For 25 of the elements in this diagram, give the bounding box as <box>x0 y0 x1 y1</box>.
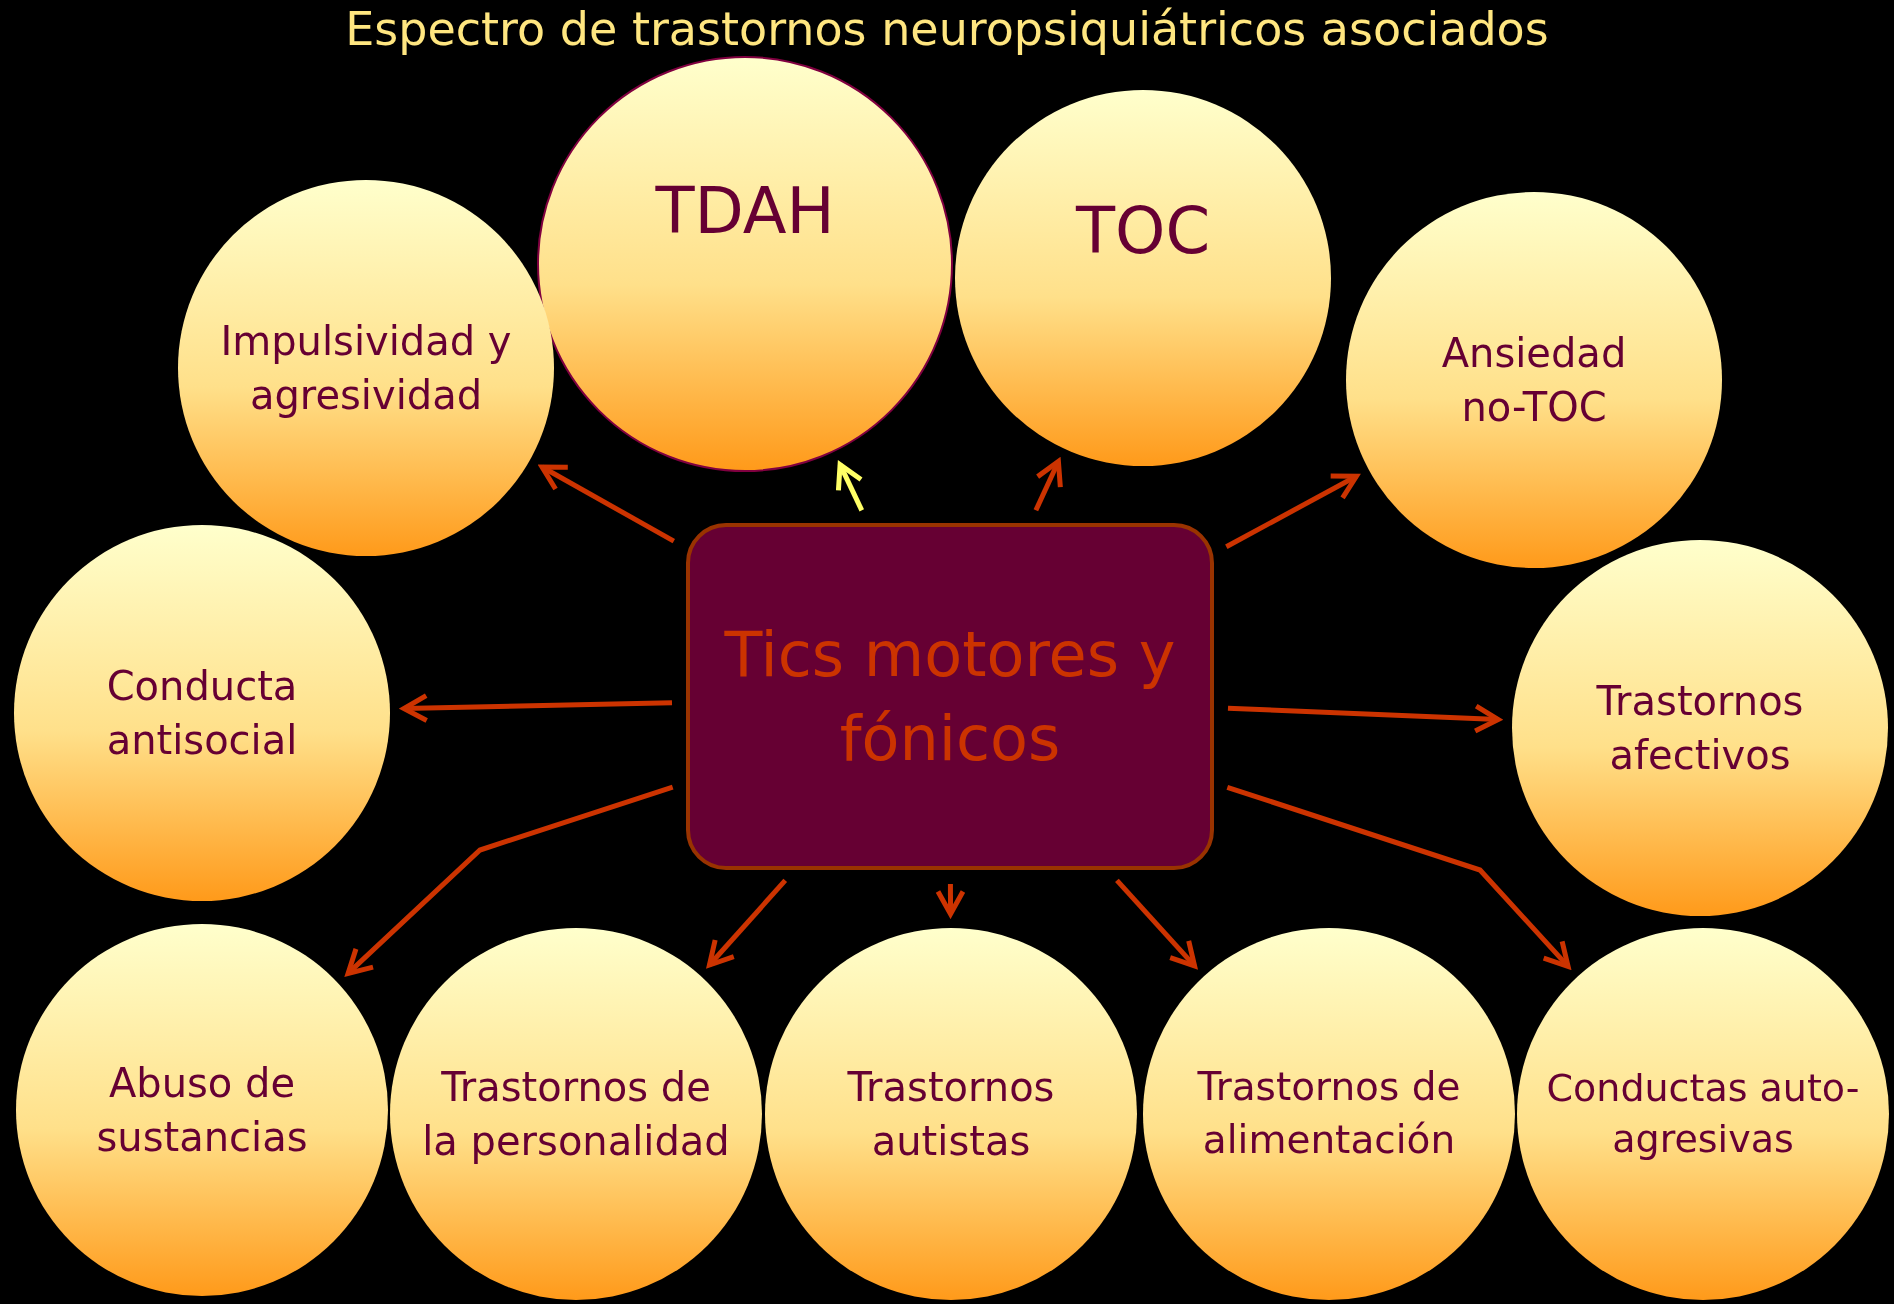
arrow <box>1225 473 1359 549</box>
arrow <box>835 462 865 512</box>
node-label: Trastornos afectivos <box>1595 677 1805 780</box>
node-label: Ansiedad no-TOC <box>1440 329 1628 432</box>
node-label: Tics motores y fónicos <box>723 616 1177 777</box>
node-label: Abuso de sustancias <box>95 1059 309 1162</box>
diagram-title: Espectro de trastornos neuropsiquiátricos asociados <box>344 2 1550 56</box>
arrow <box>935 884 966 917</box>
node-label: Trastornos autistas <box>846 1063 1056 1166</box>
node-label: Trastornos de la personalidad <box>421 1063 731 1166</box>
arrow <box>539 464 676 544</box>
central-box <box>686 523 1214 870</box>
node-label: TDAH <box>654 173 836 250</box>
node-label: Trastornos de alimentación <box>1196 1063 1462 1164</box>
node-label: Conducta antisocial <box>105 662 299 765</box>
arrow <box>706 878 788 968</box>
arrow <box>1115 878 1198 969</box>
arrow <box>1033 458 1063 512</box>
arrow <box>1227 703 1501 734</box>
node-label: Conductas auto-agresivas <box>1545 1064 1861 1163</box>
node-label: TOC <box>1074 193 1212 270</box>
arrow <box>401 693 673 724</box>
arrow <box>1226 784 1571 969</box>
arrow <box>345 784 674 976</box>
node-label: Impulsividad y agresividad <box>219 317 513 420</box>
